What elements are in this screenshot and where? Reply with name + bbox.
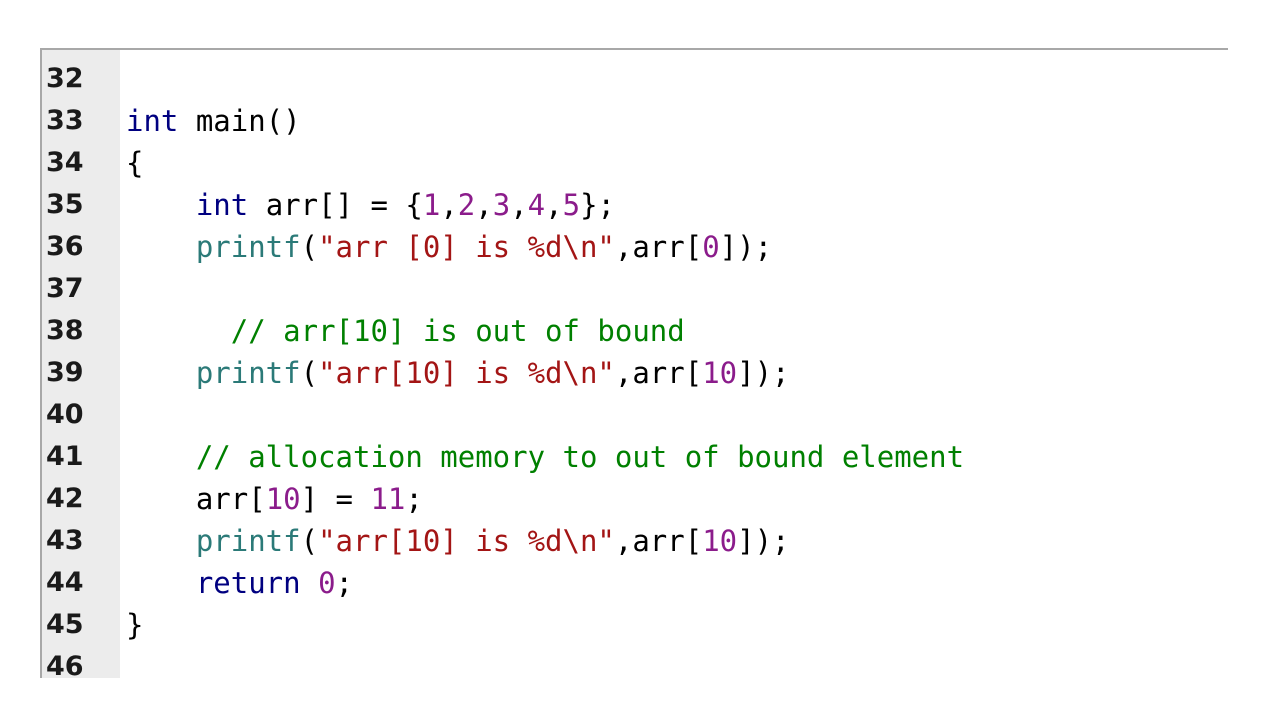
code-token-id <box>126 314 231 348</box>
code-line[interactable]: 32 <box>42 58 1228 100</box>
code-token-num: 10 <box>265 482 301 516</box>
code-line[interactable]: 34 { <box>42 142 1228 184</box>
code-text[interactable]: return 0; <box>126 562 353 604</box>
code-token-fn: printf <box>195 524 301 558</box>
code-token-id <box>126 356 196 390</box>
code-token-pun: }; <box>580 188 615 222</box>
code-token-id <box>126 566 196 600</box>
line-number: 35 <box>46 189 84 220</box>
code-token-pun: ; <box>335 566 354 600</box>
code-token-kw: int <box>126 104 179 138</box>
line-number-gutter <box>42 50 120 678</box>
line-number: 40 <box>46 399 84 430</box>
code-token-num: 1 <box>422 188 441 222</box>
code-token-id: ,arr[ <box>614 524 703 558</box>
code-token-num: 10 <box>702 356 738 390</box>
code-token-id: main() <box>178 104 301 138</box>
code-token-id: arr[] = { <box>248 188 423 222</box>
code-line[interactable]: 40 <box>42 394 1228 436</box>
code-line[interactable]: 46 <box>42 646 1228 678</box>
code-line[interactable]: 42 arr[10] = 11; <box>42 478 1228 520</box>
code-line[interactable]: 44 return 0; <box>42 562 1228 604</box>
code-token-num: 11 <box>370 482 406 516</box>
code-text[interactable]: { <box>126 142 143 184</box>
code-token-id <box>126 440 196 474</box>
code-token-pun: , <box>545 188 563 222</box>
code-text[interactable]: int main() <box>126 100 301 142</box>
code-token-id: ,arr[ <box>614 356 703 390</box>
code-token-num: 3 <box>492 188 511 222</box>
code-line[interactable]: 37 <box>42 268 1228 310</box>
code-token-cmt: // allocation memory to out of bound ele… <box>195 440 965 474</box>
code-line[interactable]: 39 printf("arr[10] is %d\n",arr[10]); <box>42 352 1228 394</box>
code-token-pun: ]); <box>737 356 790 390</box>
line-number: 41 <box>46 441 84 472</box>
code-token-id <box>126 524 196 558</box>
code-token-num: 4 <box>527 188 546 222</box>
code-token-id: ] = <box>300 482 371 516</box>
code-line[interactable]: 45} <box>42 604 1228 646</box>
code-token-pun: ]); <box>719 230 773 264</box>
code-token-id <box>126 482 196 516</box>
line-number: 36 <box>46 231 84 262</box>
code-token-pun: , <box>475 188 493 222</box>
code-token-pun: ( <box>300 356 319 390</box>
code-token-id: ,arr[ <box>614 230 703 264</box>
line-number: 39 <box>46 357 84 388</box>
code-token-pun: } <box>126 608 144 642</box>
code-token-num: 0 <box>702 230 720 264</box>
code-token-str: "arr[10] is %d\n" <box>318 356 615 390</box>
code-token-id <box>301 566 318 600</box>
code-token-id <box>126 188 196 222</box>
code-token-pun: ]); <box>737 524 790 558</box>
code-token-fn: printf <box>195 230 301 264</box>
code-line[interactable]: 35 int arr[] = {1,2,3,4,5}; <box>42 184 1228 226</box>
line-number: 37 <box>46 273 84 304</box>
code-line[interactable]: 38 // arr[10] is out of bound <box>42 310 1228 352</box>
code-token-id: arr[ <box>195 482 266 516</box>
line-number: 32 <box>46 63 84 94</box>
code-token-fn: printf <box>195 356 301 390</box>
line-number: 44 <box>46 567 84 598</box>
code-token-cmt: // arr[10] is out of bound <box>230 314 685 348</box>
code-text[interactable]: } <box>126 604 143 646</box>
code-token-pun: ( <box>300 524 319 558</box>
code-token-pun: , <box>510 188 528 222</box>
line-number: 34 <box>46 147 84 178</box>
code-token-num: 2 <box>457 188 476 222</box>
line-number: 43 <box>46 525 84 556</box>
code-text[interactable]: arr[10] = 11; <box>126 478 423 520</box>
code-token-str: "arr [0] is %d\n" <box>318 230 615 264</box>
line-number: 46 <box>46 651 84 678</box>
code-token-pun: ; <box>405 482 423 516</box>
code-text[interactable]: printf("arr[10] is %d\n",arr[10]); <box>126 352 790 394</box>
code-line[interactable]: 41 // allocation memory to out of bound … <box>42 436 1228 478</box>
code-text[interactable]: printf("arr[10] is %d\n",arr[10]); <box>126 520 790 562</box>
code-token-kw: int <box>195 188 249 222</box>
code-token-kw: return <box>195 566 301 600</box>
code-token-num: 10 <box>702 524 738 558</box>
code-token-str: "arr[10] is %d\n" <box>318 524 615 558</box>
code-token-id <box>126 230 196 264</box>
line-number: 33 <box>46 105 84 136</box>
code-text[interactable]: int arr[] = {1,2,3,4,5}; <box>126 184 615 226</box>
code-line[interactable]: 36 printf("arr [0] is %d\n",arr[0]); <box>42 226 1228 268</box>
code-token-num: 0 <box>318 566 336 600</box>
code-line[interactable]: 33 int main() <box>42 100 1228 142</box>
code-token-pun: { <box>126 146 144 180</box>
code-text[interactable]: // allocation memory to out of bound ele… <box>126 436 964 478</box>
code-line[interactable]: 43 printf("arr[10] is %d\n",arr[10]); <box>42 520 1228 562</box>
line-number: 42 <box>46 483 84 514</box>
code-token-pun: , <box>440 188 458 222</box>
code-token-pun: ( <box>300 230 319 264</box>
line-number: 45 <box>46 609 84 640</box>
code-token-num: 5 <box>562 188 581 222</box>
code-text[interactable]: // arr[10] is out of bound <box>126 310 685 352</box>
line-number: 38 <box>46 315 84 346</box>
code-text[interactable]: printf("arr [0] is %d\n",arr[0]); <box>126 226 772 268</box>
